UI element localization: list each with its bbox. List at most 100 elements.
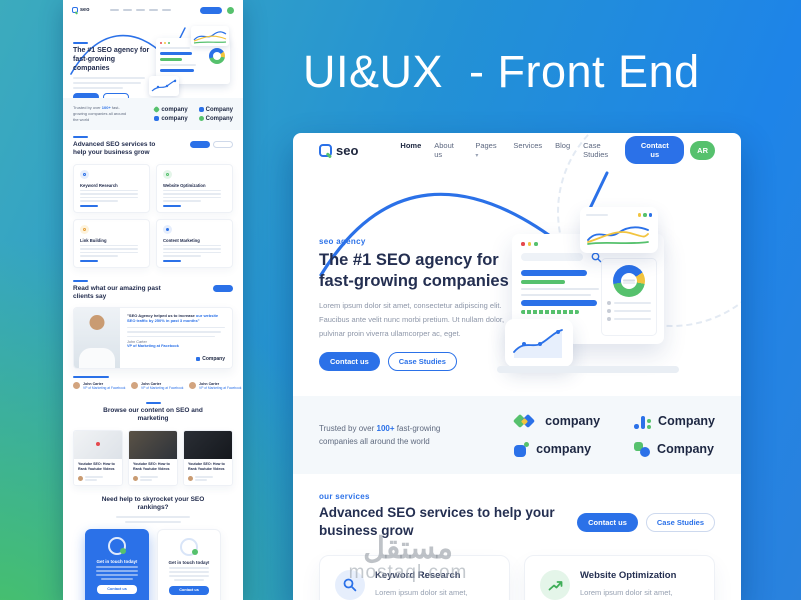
laptop-base (497, 366, 679, 373)
thumb-view-service-link[interactable] (80, 259, 98, 262)
line-chart-card (580, 207, 658, 253)
testimonial-author: John Carter (127, 340, 147, 345)
hero-casestudies-button[interactable]: Case Studies (387, 351, 457, 371)
thumb-service-card[interactable]: Content Marketing (156, 218, 233, 268)
thumb-trusted-section: Trusted by over 100+ fast-growing compan… (63, 98, 243, 130)
thumb-testimonials-section: Read what our amazing past clients say "… (63, 272, 243, 394)
mock-result-bars (521, 269, 655, 314)
service-card-website-optimization[interactable]: Website Optimization Lorem ipsum dolor s… (524, 555, 715, 600)
magnifier-icon (80, 169, 89, 179)
testimonial-quote: "SEO Agency helped us to increase our we… (127, 312, 219, 324)
company-logo-circle: Company (634, 441, 715, 457)
donut-chart (613, 265, 645, 297)
thumb-view-service-link[interactable] (80, 204, 98, 207)
thumb-lang-button[interactable] (227, 6, 234, 14)
client-photo (74, 307, 120, 368)
avatar (189, 382, 196, 390)
blog-image (129, 430, 177, 459)
hero-contact-button[interactable]: Contact us (319, 351, 380, 371)
avatar (188, 475, 193, 481)
mock-search-field (521, 253, 583, 261)
bar-chart-logo-icon (634, 414, 652, 429)
thumb-services-contact-button[interactable] (190, 141, 210, 148)
logo-text: seo (336, 142, 359, 158)
thumb-logo: seo (72, 7, 89, 13)
window-controls (521, 242, 655, 246)
thumb-hero-eyebrow (73, 42, 88, 44)
cta-contact-button[interactable]: Contact us (97, 584, 137, 594)
thumb-services-section: Advanced SEO services to help your busin… (63, 130, 243, 272)
thumb-services-casestudies-button[interactable] (213, 141, 233, 148)
thumb-hero-contact-button[interactable] (73, 93, 99, 98)
analytics-panel (601, 258, 657, 336)
seo-logo-icon (319, 143, 332, 157)
cta-card-blue: Get in touch today! Contact us (85, 528, 149, 600)
square-dot-logo-icon (514, 441, 530, 457)
nav-item-blog[interactable]: Blog (555, 141, 571, 150)
logo[interactable]: seo (319, 143, 358, 158)
company-logo-diamonds: company (513, 413, 600, 429)
thumb-testimonial-card: "SEO Agency helped us to increase our we… (73, 306, 233, 369)
blog-card[interactable]: Youtube SEO: How to Rank Youtube Videos … (128, 429, 178, 486)
full-page-thumbnail: seo The #1 SEO agency for fast-growing c… (63, 0, 243, 600)
avatar (133, 475, 138, 481)
blog-card[interactable]: Youtube SEO: How to Rank Youtube Videos … (183, 429, 233, 486)
website-preview: seo Home About us Pages ▾ Services Blog … (293, 133, 741, 600)
thumb-service-card[interactable]: Keyword Research (73, 163, 150, 213)
company-logo-chart: Company (634, 414, 715, 429)
thumb-view-service-link[interactable] (163, 204, 181, 207)
chat-icon (108, 536, 126, 555)
services-casestudies-button[interactable]: Case Studies (645, 513, 715, 533)
thumb-hero-casestudies-button[interactable] (103, 93, 129, 98)
thumb-testimonials-contact-button[interactable] (213, 284, 233, 292)
nav-item-pages[interactable]: Pages ▾ (475, 141, 497, 159)
nav-item-services[interactable]: Services (513, 141, 543, 150)
testimonial-role: VP of Marketing at Facebook (127, 344, 179, 349)
carousel-indicator[interactable] (73, 375, 109, 378)
cta-card-white: Get in touch today! Contact us (157, 528, 221, 600)
thumb-area-chart-card (149, 76, 179, 96)
seo-logo-icon (72, 7, 78, 13)
services-section: our services Advanced SEO services to he… (293, 474, 741, 600)
thumb-company-logo: company (154, 116, 188, 122)
thumb-view-service-link[interactable] (163, 259, 181, 262)
thumb-services-heading: Advanced SEO services to help your busin… (73, 141, 156, 157)
blog-image (74, 430, 122, 459)
link-building-icon (80, 224, 89, 234)
trusted-section: Trusted by over 100+ fast-growing compan… (293, 396, 741, 474)
blog-card[interactable]: Youtube SEO: How to Rank Youtube Videos … (73, 429, 123, 486)
diamonds-logo-icon (513, 413, 538, 429)
trending-up-icon (548, 580, 562, 590)
thumb-blog-heading: Browse our content on SEO and marketing (103, 406, 203, 423)
thumb-line-chart-card (191, 26, 229, 46)
thumb-navbar: seo (63, 0, 243, 20)
thumb-contact-button[interactable] (200, 6, 222, 14)
bulb-icon (180, 537, 198, 556)
thumb-nav-links (110, 9, 172, 11)
cta-contact-button[interactable]: Contact us (169, 585, 209, 595)
thumb-cta-section: Need help to skyrocket your SEO rankings… (63, 488, 243, 600)
thumb-company-logo: Company (198, 107, 233, 113)
thumb-service-card[interactable]: Link Building (73, 218, 150, 268)
hero-heading: The #1 SEO agency for fast-growing compa… (319, 251, 509, 290)
nav-item-home[interactable]: Home (400, 141, 422, 150)
page-title: UI&UX - Front End (303, 46, 700, 97)
avatar (78, 475, 83, 481)
services-contact-button[interactable]: Contact us (577, 513, 638, 533)
magnifier-icon (343, 578, 357, 592)
nav-item-about[interactable]: About us (434, 141, 454, 159)
thumb-service-card[interactable]: Website Optimization (156, 163, 233, 213)
avatar (131, 382, 138, 390)
growth-chart-card (505, 319, 573, 367)
services-eyebrow: our services (319, 492, 370, 501)
thumb-company-logo: company (153, 105, 188, 114)
testimonial-company-logo: Company (196, 356, 225, 362)
chevron-down-icon: ▾ (475, 153, 479, 159)
square-circle-logo-icon (634, 441, 651, 457)
thumb-hero-heading: The #1 SEO agency for fast-growing compa… (73, 47, 150, 72)
service-card-keyword-research[interactable]: Keyword Research Lorem ipsum dolor sit a… (319, 555, 510, 600)
